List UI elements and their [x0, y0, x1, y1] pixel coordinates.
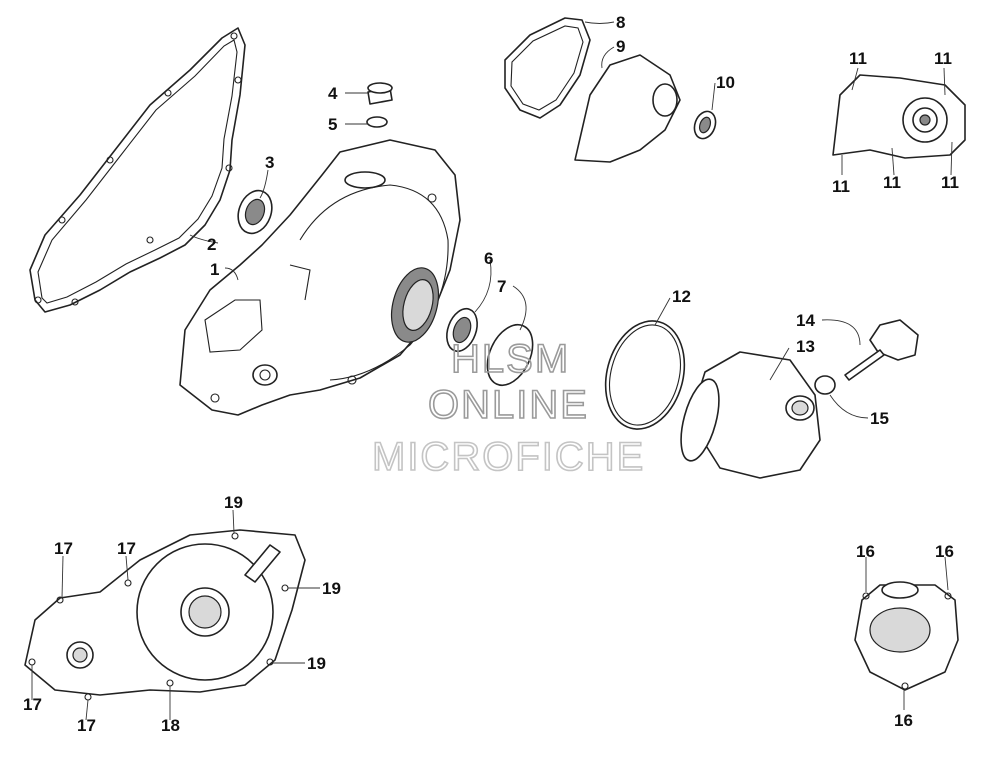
o-ring-part-15[interactable] [814, 375, 836, 395]
plug-part-4[interactable] [367, 82, 393, 105]
crankcase-cover-part-1[interactable] [179, 139, 461, 416]
callout-19b: 19 [322, 579, 341, 598]
bearing-part-3[interactable] [232, 186, 277, 238]
callout-11d: 11 [883, 173, 901, 192]
callout-16b: 16 [935, 542, 954, 561]
ring-part-7[interactable] [478, 318, 541, 393]
callout-labels: 1 2 3 4 5 6 7 8 9 10 11 11 11 11 11 12 1… [23, 13, 959, 735]
callout-11b: 11 [934, 49, 952, 68]
callout-17d: 17 [77, 716, 96, 735]
watermark-line-1: HLSM [451, 337, 570, 381]
watermark-line-3: MICROFICHE [372, 435, 645, 479]
gasket-part-8[interactable] [504, 17, 591, 119]
callout-14: 14 [796, 311, 815, 330]
callout-5: 5 [328, 115, 337, 134]
callout-9: 9 [616, 37, 625, 56]
callout-11a: 11 [849, 49, 867, 68]
callout-11c: 11 [832, 177, 850, 196]
callout-8: 8 [616, 13, 625, 32]
cover-part-9[interactable] [574, 54, 681, 163]
callout-2: 2 [207, 235, 216, 254]
callout-15: 15 [870, 409, 889, 428]
callout-4: 4 [328, 84, 338, 103]
callout-6: 6 [484, 249, 493, 268]
dipstick-part-14[interactable] [844, 319, 919, 381]
callout-17c: 17 [23, 695, 42, 714]
washer-part-5[interactable] [366, 116, 388, 128]
callout-12: 12 [672, 287, 691, 306]
callout-10: 10 [716, 73, 735, 92]
o-ring-part-12[interactable] [594, 312, 696, 438]
gasket-part-2[interactable] [29, 27, 246, 313]
callout-11e: 11 [941, 173, 959, 192]
seal-part-6[interactable] [441, 305, 482, 356]
housing-part-13[interactable] [674, 351, 821, 479]
callout-19a: 19 [224, 493, 243, 512]
callout-19c: 19 [307, 654, 326, 673]
outer-cover-parts-17-18-19[interactable] [24, 529, 306, 701]
callout-16a: 16 [856, 542, 875, 561]
leader-lines [31, 21, 953, 721]
callout-17a: 17 [54, 539, 73, 558]
callout-1: 1 [210, 260, 219, 279]
callout-7: 7 [497, 277, 506, 296]
watermark: HLSM ONLINE MICROFICHE [371, 336, 645, 480]
callout-16c: 16 [894, 711, 913, 730]
seal-part-10[interactable] [691, 108, 719, 141]
callout-13: 13 [796, 337, 815, 356]
callout-3: 3 [265, 153, 274, 172]
cover-part-11[interactable] [832, 74, 966, 159]
cover-part-16[interactable] [854, 581, 959, 691]
callout-17b: 17 [117, 539, 136, 558]
watermark-line-2: ONLINE [428, 383, 589, 427]
callout-18: 18 [161, 716, 180, 735]
